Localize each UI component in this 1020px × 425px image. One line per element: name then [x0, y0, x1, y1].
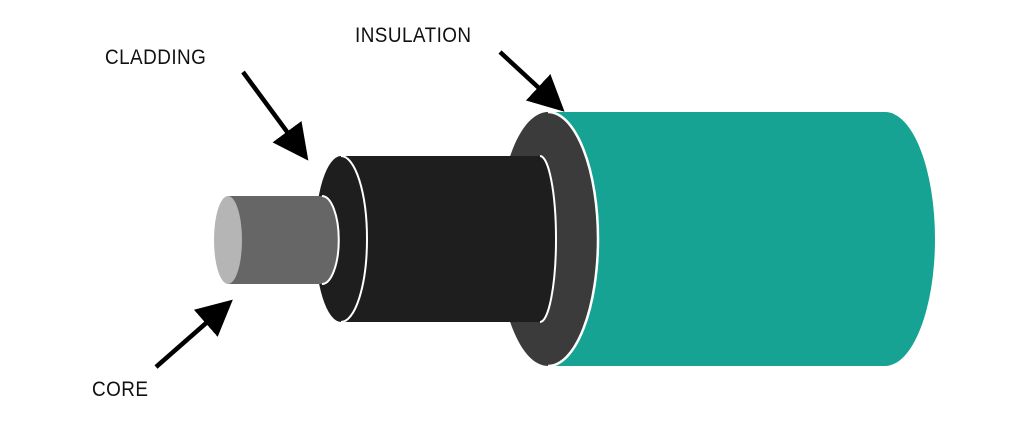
arrow-insulation-icon	[498, 50, 565, 112]
core-layer	[214, 195, 340, 285]
arrow-cladding-icon	[241, 70, 309, 161]
arrow-core-icon	[154, 299, 233, 369]
core-inner-highlight	[321, 195, 340, 285]
insulation-layer	[498, 110, 935, 368]
cladding-inner-highlight	[539, 155, 557, 323]
core-label: CORE	[92, 378, 149, 401]
cladding-edge-highlight	[340, 155, 368, 323]
core-body	[228, 196, 339, 284]
cladding-label: CLADDING	[105, 46, 207, 69]
insulation-body	[548, 112, 935, 366]
insulation-edge-highlight	[547, 110, 600, 368]
cladding-layer	[315, 155, 557, 323]
cladding-body	[341, 156, 556, 322]
insulation-label: INSULATION	[355, 24, 472, 47]
core-end-face	[214, 196, 242, 284]
